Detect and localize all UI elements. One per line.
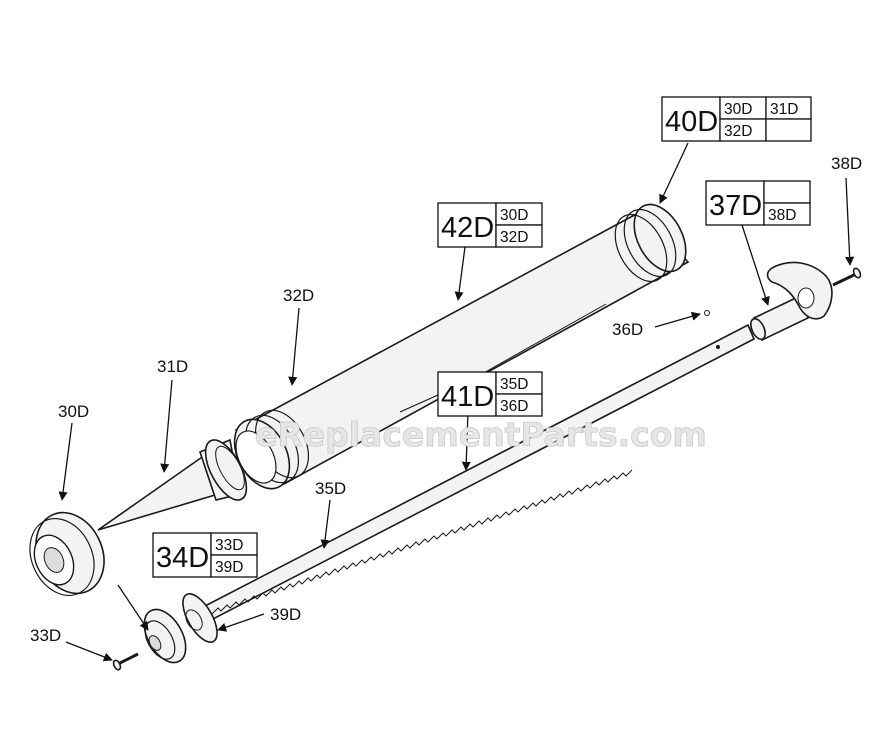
kit-34d-item-2: 39D: [215, 559, 243, 576]
watermark-text: eReplacementParts.com: [255, 415, 707, 454]
trigger-handle: [750, 261, 833, 342]
kit-40d-item-3: 32D: [724, 123, 752, 140]
plunger-disc: [182, 593, 218, 643]
nozzle: [97, 438, 248, 531]
kit-42d-item-1: 30D: [500, 207, 528, 224]
label-36d: 36D: [612, 320, 643, 339]
label-38d: 38D: [831, 154, 862, 173]
label-39d: 39D: [270, 605, 301, 624]
kit-40d-number: 40D: [665, 106, 718, 138]
end-cap: [143, 608, 187, 664]
kit-box-41d: 41D 35D 36D: [437, 371, 543, 417]
kit-box-40d: 40D 30D 31D 32D: [661, 96, 812, 142]
screw-33d: [112, 652, 139, 671]
label-32d: 32D: [283, 286, 314, 305]
kit-41d-item-1: 35D: [500, 376, 528, 393]
kit-box-37d: 37D 38D: [705, 180, 811, 226]
kit-42d-item-2: 32D: [500, 229, 528, 246]
pin: [704, 310, 710, 316]
kit-41d-number: 41D: [441, 381, 494, 413]
barrel-tube: [233, 203, 690, 490]
label-31d: 31D: [157, 357, 188, 376]
kit-34d-item-1: 33D: [215, 537, 243, 554]
kit-box-34d: 34D 33D 39D: [152, 532, 258, 578]
kit-37d-item-2: 38D: [768, 207, 796, 224]
kit-42d-number: 42D: [441, 212, 494, 244]
kit-40d-item-2: 31D: [770, 101, 798, 118]
nozzle-cap: [29, 511, 105, 597]
leader-lines: [58, 142, 855, 662]
label-30d: 30D: [58, 402, 89, 421]
kit-40d-item-1: 30D: [724, 101, 752, 118]
label-35d: 35D: [315, 479, 346, 498]
kit-41d-item-2: 36D: [500, 398, 528, 415]
screw-38d: [832, 267, 862, 287]
label-33d: 33D: [30, 626, 61, 645]
kit-37d-number: 37D: [709, 190, 762, 222]
kit-34d-number: 34D: [156, 542, 209, 574]
kit-box-42d: 42D 30D 32D: [437, 202, 543, 248]
